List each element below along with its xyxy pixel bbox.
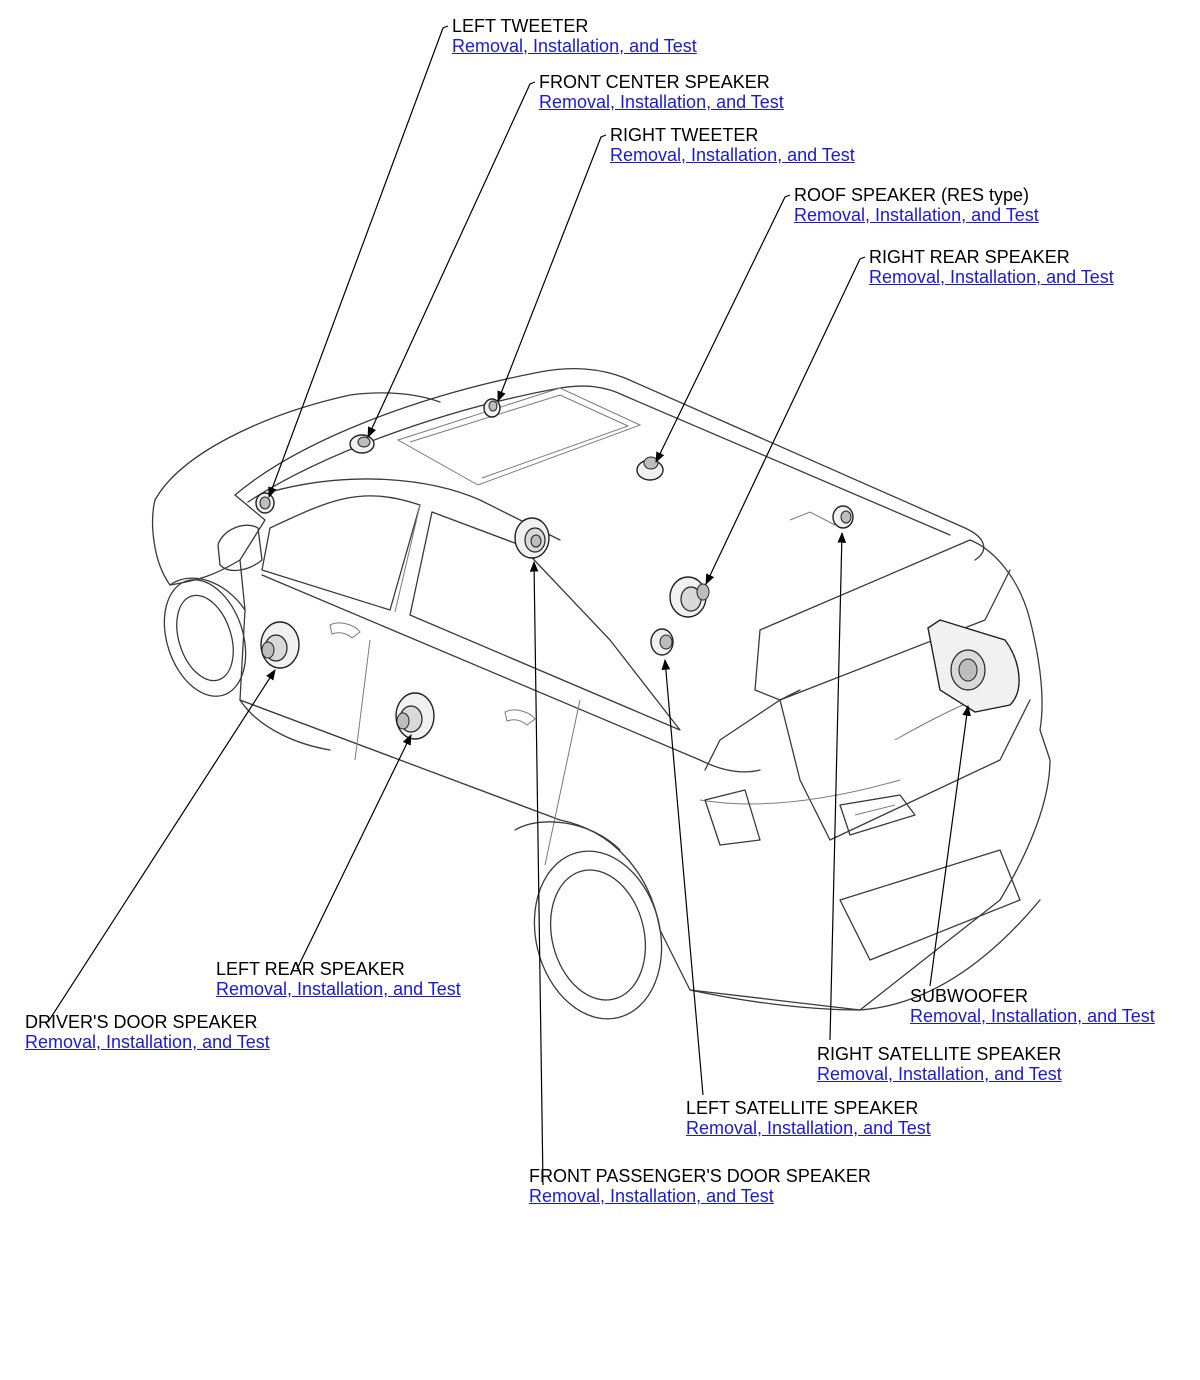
front-passengers-door-speaker-title: FRONT PASSENGER'S DOOR SPEAKER [529,1166,871,1186]
roof-speaker-link[interactable]: Removal, Installation, and Test [794,205,1039,225]
front-passengers-door-speaker-icon [514,517,550,559]
callout-drivers-door-speaker: DRIVER'S DOOR SPEAKER Removal, Installat… [25,1012,270,1052]
left-tweeter-title: LEFT TWEETER [452,16,589,36]
callout-left-satellite-speaker: LEFT SATELLITE SPEAKER Removal, Installa… [686,1098,931,1138]
left-rear-speaker-icon [395,692,435,740]
right-rear-speaker-icon [669,576,710,618]
right-satellite-speaker-icon [832,505,854,529]
right-tweeter-icon [483,398,501,418]
right-satellite-speaker-link[interactable]: Removal, Installation, and Test [817,1064,1062,1084]
callout-front-passengers-door-speaker: FRONT PASSENGER'S DOOR SPEAKER Removal, … [529,1166,871,1206]
right-rear-speaker-link[interactable]: Removal, Installation, and Test [869,267,1114,287]
front-center-speaker-title: FRONT CENTER SPEAKER [539,72,770,92]
callout-right-tweeter: RIGHT TWEETER Removal, Installation, and… [610,125,855,165]
callout-left-rear-speaker: LEFT REAR SPEAKER Removal, Installation,… [216,959,461,999]
left-rear-speaker-title: LEFT REAR SPEAKER [216,959,405,979]
vehicle-outline [151,367,1051,1020]
front-passengers-door-speaker-link[interactable]: Removal, Installation, and Test [529,1186,774,1206]
roof-speaker-title: ROOF SPEAKER (RES type) [794,185,1030,205]
callout-right-rear-speaker: RIGHT REAR SPEAKER Removal, Installation… [869,247,1114,287]
subwoofer-link[interactable]: Removal, Installation, and Test [910,1006,1155,1026]
left-satellite-speaker-link[interactable]: Removal, Installation, and Test [686,1118,931,1138]
callout-roof-speaker: ROOF SPEAKER (RES type) Removal, Install… [794,185,1039,225]
left-satellite-speaker-icon [650,628,674,656]
right-rear-speaker-title: RIGHT REAR SPEAKER [869,247,1070,267]
right-satellite-speaker-title: RIGHT SATELLITE SPEAKER [817,1044,1062,1064]
roof-speaker-icon [636,456,664,481]
drivers-door-speaker-link[interactable]: Removal, Installation, and Test [25,1032,270,1052]
right-tweeter-link[interactable]: Removal, Installation, and Test [610,145,855,165]
leader-lines [47,25,971,1186]
callout-right-satellite-speaker: RIGHT SATELLITE SPEAKER Removal, Install… [817,1044,1062,1084]
drivers-door-speaker-title: DRIVER'S DOOR SPEAKER [25,1012,258,1032]
callout-left-tweeter: LEFT TWEETER Removal, Installation, and … [452,16,697,56]
right-tweeter-title: RIGHT TWEETER [610,125,759,145]
left-rear-speaker-link[interactable]: Removal, Installation, and Test [216,979,461,999]
callout-front-center-speaker: FRONT CENTER SPEAKER Removal, Installati… [539,72,784,112]
left-tweeter-link[interactable]: Removal, Installation, and Test [452,36,697,56]
subwoofer-icon [927,619,1020,713]
drivers-door-speaker-icon [260,621,300,669]
left-satellite-speaker-title: LEFT SATELLITE SPEAKER [686,1098,919,1118]
front-center-speaker-icon [349,434,375,454]
front-center-speaker-link[interactable]: Removal, Installation, and Test [539,92,784,112]
left-tweeter-icon [255,492,275,514]
subwoofer-title: SUBWOOFER [910,986,1029,1006]
callout-subwoofer: SUBWOOFER Removal, Installation, and Tes… [910,986,1155,1026]
